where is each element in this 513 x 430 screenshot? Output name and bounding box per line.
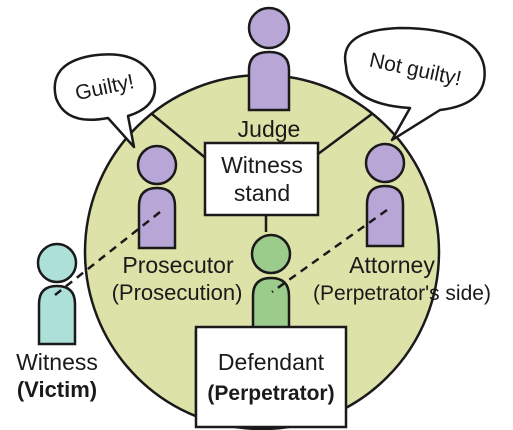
defendant-figure <box>250 233 292 340</box>
attorney-label-line2: (Perpetrator's side) <box>313 282 491 305</box>
witness-label-line1: Witness <box>16 349 98 375</box>
prosecutor-figure <box>136 144 178 250</box>
judge-figure <box>247 6 291 112</box>
attorney-figure <box>364 142 406 248</box>
speech-bubble-not-guilty: Not guilty! <box>343 26 486 142</box>
witness-label-line2: (Victim) <box>17 377 97 402</box>
dashed-line-attorney-defendant <box>271 208 388 294</box>
witness-stand-label-line1: Witness <box>221 152 303 178</box>
judge-label: Judge <box>238 116 301 142</box>
witness-stand-label-line2: stand <box>234 180 290 206</box>
defendant-box <box>194 325 348 429</box>
speech-bubble-guilty: Guilty! <box>53 53 157 149</box>
attorney-label-line1: Attorney <box>349 252 435 278</box>
witness-figure <box>36 242 78 346</box>
prosecutor-label-line1: Prosecutor <box>122 252 234 278</box>
defendant-label-line1: Defendant <box>218 349 325 375</box>
witness-stand-box <box>203 141 320 217</box>
prosecutor-label-line2: (Prosecution) <box>112 280 243 305</box>
defendant-label-line2: (Perpetrator) <box>207 382 334 405</box>
